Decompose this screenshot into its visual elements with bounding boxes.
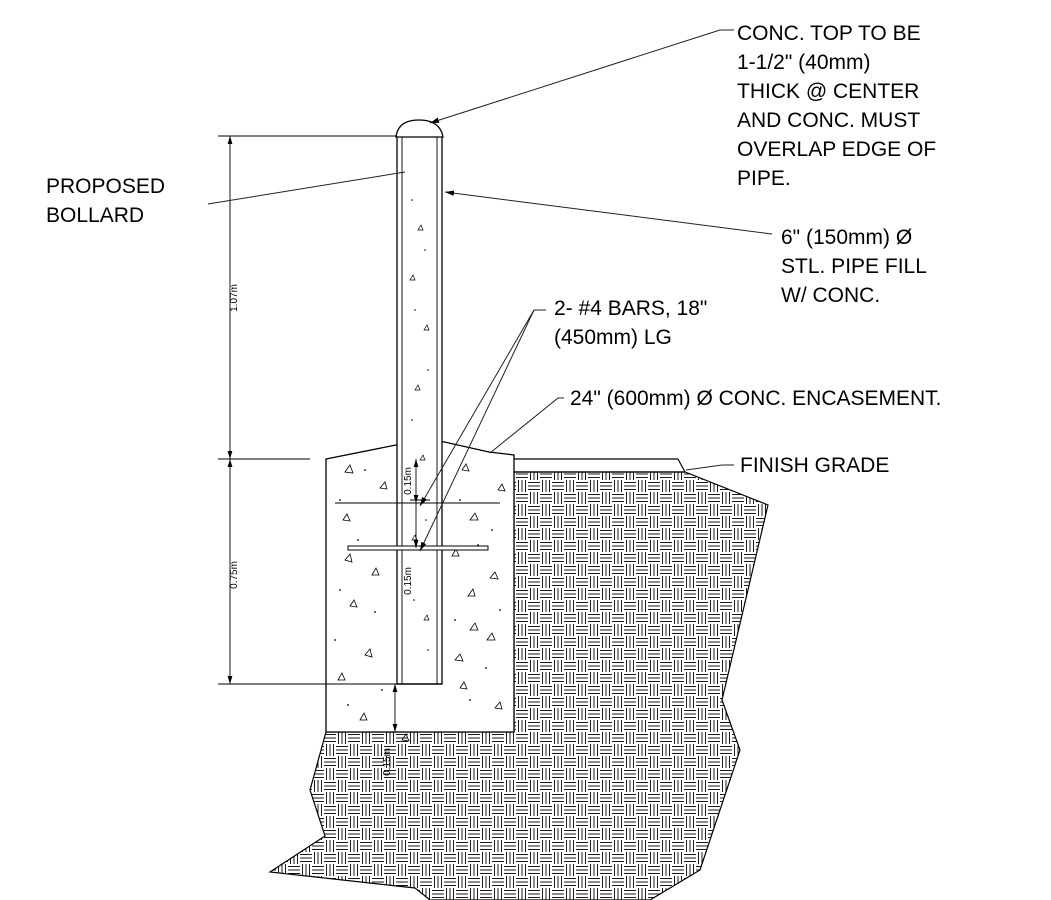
- dimension-lines: [218, 135, 419, 733]
- steel-pipe-bollard: [396, 135, 443, 685]
- dim-bottom-cover-label: 0.15m: [382, 748, 393, 776]
- proposed-bollard-note: PROPOSED BOLLARD: [46, 175, 171, 227]
- rebar-note: 2- #4 BARS, 18" (450mm) LG: [554, 297, 713, 349]
- steel-pipe-note: 6" (150mm) Ø STL. PIPE FILL W/ CONC.: [781, 226, 932, 307]
- encasement-note: 24" (600mm) Ø CONC. ENCASEMENT.: [570, 387, 942, 410]
- concrete-dome-cap: [395, 119, 444, 138]
- finish-grade-note: FINISH GRADE: [740, 454, 889, 477]
- conc-top-note: CONC. TOP TO BE 1-1/2" (40mm) THICK @ CE…: [737, 22, 942, 190]
- earth-hatch: [268, 458, 769, 900]
- dim-above-grade-label: 1.07m: [229, 284, 240, 312]
- dim-bar-spacing-label: 0.15m: [403, 567, 414, 595]
- dim-embed-label: 0.75m: [229, 561, 240, 589]
- dim-bar-top-label: 0.15m: [403, 467, 414, 495]
- leader-lines: [207, 29, 773, 552]
